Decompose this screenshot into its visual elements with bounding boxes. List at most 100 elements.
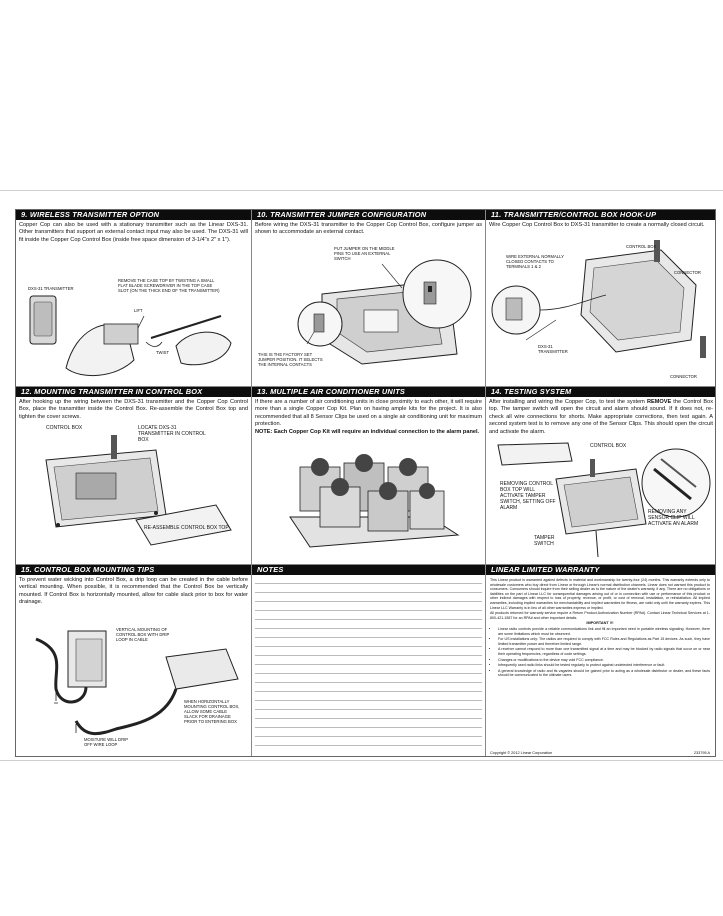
note-line [255, 664, 482, 665]
section-12-body: After hooking up the wiring between the … [19, 399, 248, 420]
dxs-transmitter-label: DXS-31 TRANSMITTER [538, 344, 568, 354]
jumper-figure: PUT JUMPER ON THE MIDDLE PINS TO USE AN … [252, 244, 485, 384]
important-item: A general knowledge of radio and its vag… [498, 669, 710, 678]
note-line [255, 628, 482, 629]
section-9-title: 9. WIRELESS TRANSMITTER OPTION [16, 210, 251, 220]
removing-clip-label: REMOVING ANY SENSOR CLIP WILL ACTIVATE A… [648, 509, 699, 527]
section-15: 15. CONTROL BOX MOUNTING TIPS To prevent… [16, 565, 251, 757]
section-9: 9. WIRELESS TRANSMITTER OPTION Copper Co… [16, 210, 251, 386]
section-14-body: After installing and wiring the Copper C… [486, 397, 716, 436]
important-item: Changes or modifications to the device m… [498, 658, 710, 663]
section-9-body: Copper Cop can also be used with a stati… [19, 222, 248, 243]
grid-divider [16, 564, 716, 565]
control-box-label: CONTROL BOX [46, 425, 83, 431]
notes-lines [252, 575, 485, 755]
control-box-label: CONTROL BOX [626, 244, 657, 249]
instruction-sheet: 9. WIRELESS TRANSMITTER OPTION Copper Co… [0, 190, 723, 761]
important-heading: IMPORTANT !!! [586, 621, 614, 626]
section-10-title: 10. TRANSMITTER JUMPER CONFIGURATION [252, 210, 485, 220]
note-line [255, 637, 482, 638]
section-13-text: If there are a number of air conditionin… [255, 399, 482, 428]
twist-label: TWIST [156, 350, 170, 355]
connector-top-label: CONNECTOR [674, 270, 701, 275]
remove-case-label: REMOVE THE CASE TOP BY TWISTING A SMALL … [118, 278, 220, 293]
warranty-para-2: All products returned for warranty servi… [490, 611, 710, 620]
notes-section: NOTES [252, 565, 485, 757]
moisture-label: MOISTURE WILL DRIP OFF WIRE LOOP [84, 737, 128, 747]
mounting-illustration [45, 435, 232, 546]
transmitter-figure: DXS-31 TRANSMITTER REMOVE THE CASE TOP B… [16, 268, 251, 383]
section-11-title: 11. TRANSMITTER/CONTROL BOX HOOK-UP [486, 210, 716, 220]
section-11: 11. TRANSMITTER/CONTROL BOX HOOK-UP Wire… [486, 210, 716, 386]
note-line [255, 736, 482, 737]
warranty-para-1: This Linear product is warranted against… [490, 578, 710, 610]
wire-external-label: WIRE EXTERNAL NORMALLY CLOSED CONTACTS T… [506, 254, 564, 269]
note-line [255, 727, 482, 728]
tamper-switch-label: TAMPER SWITCH [534, 535, 555, 547]
removing-top-label: REMOVING CONTROL BOX TOP WILL ACTIVATE T… [500, 481, 556, 511]
note-line [255, 583, 482, 584]
note-line [255, 601, 482, 602]
section-13-title: 13. MULTIPLE AIR CONDITIONER UNITS [252, 387, 485, 397]
locate-transmitter-label: LOCATE DXS-31 TRANSMITTER IN CONTROL BOX [138, 425, 206, 443]
sheet-border [15, 209, 716, 757]
drip-loop-illustration [35, 630, 239, 736]
reassemble-label: RE-ASSEMBLE CONTROL BOX TOP [144, 525, 229, 531]
warranty-text: This Linear product is warranted against… [486, 575, 716, 678]
important-item: Linear radio controls provide a reliable… [498, 627, 710, 636]
section-14-text-bold: REMOVE [646, 399, 672, 405]
transmitter-label: DXS-31 TRANSMITTER [28, 286, 74, 291]
warranty-title: LINEAR LIMITED WARRANTY [486, 565, 716, 575]
section-11-body: Wire Copper Cop Control Box to DXS-31 tr… [489, 222, 705, 228]
connector-bottom-label: CONNECTOR [670, 374, 697, 379]
warranty-section: LINEAR LIMITED WARRANTY This Linear prod… [486, 565, 716, 757]
put-jumper-label: PUT JUMPER ON THE MIDDLE PINS TO USE AN … [334, 246, 395, 261]
section-12: 12. MOUNTING TRANSMITTER IN CONTROL BOX … [16, 387, 251, 563]
section-10-body: Before wiring the DXS-31 transmitter to … [255, 222, 482, 236]
note-line [255, 745, 482, 746]
control-box-label: CONTROL BOX [590, 443, 627, 449]
note-line [255, 718, 482, 719]
section-14-text-b: the Control Box top. The tamper switch w… [489, 399, 713, 435]
hookup-figure: CONTROL BOX CONNECTOR WIRE EXTERNAL NORM… [486, 240, 716, 384]
vertical-mounting-label: VERTICAL MOUNTING OF CONTROL BOX WITH DR… [116, 627, 170, 642]
notes-title: NOTES [252, 565, 485, 575]
section-12-title: 12. MOUNTING TRANSMITTER IN CONTROL BOX [16, 387, 251, 397]
note-line [255, 619, 482, 620]
note-line [255, 655, 482, 656]
important-item: For US installations only: The radios ar… [498, 637, 710, 646]
note-line [255, 592, 482, 593]
ac-units-illustration [289, 454, 460, 548]
section-14: 14. TESTING SYSTEM After installing and … [486, 387, 716, 563]
section-14-title: 14. TESTING SYSTEM [486, 387, 716, 397]
jumper-illustration [297, 259, 472, 365]
warranty-footer: Copyright © 2012 Linear Corporation 2337… [490, 751, 710, 755]
grid-divider [251, 210, 252, 757]
note-line [255, 646, 482, 647]
copyright-text: Copyright © 2012 Linear Corporation [490, 751, 553, 755]
testing-figure: CONTROL BOX REMOVING CONTROL BOX TOP WIL… [486, 439, 716, 561]
document-code: 233795 A [693, 751, 710, 755]
note-line [255, 610, 482, 611]
important-list: Linear radio controls provide a reliable… [490, 627, 710, 678]
horizontal-mounting-label: WHEN HORIZONTALLY MOUNTING CONTROL BOX, … [184, 699, 240, 724]
section-13-note: NOTE: Each Copper Cop Kit will require a… [255, 428, 480, 435]
note-line [255, 700, 482, 701]
section-13: 13. MULTIPLE AIR CONDITIONER UNITS If th… [252, 387, 485, 563]
section-10: 10. TRANSMITTER JUMPER CONFIGURATION Bef… [252, 210, 485, 386]
hookup-illustration [491, 240, 706, 358]
section-15-title: 15. CONTROL BOX MOUNTING TIPS [16, 565, 251, 575]
note-line [255, 691, 482, 692]
mounting-figure: CONTROL BOX LOCATE DXS-31 TRANSMITTER IN… [16, 425, 251, 559]
section-14-text-a: After installing and wiring the Copper C… [489, 399, 647, 405]
section-15-body: To prevent water wicking into Control Bo… [19, 577, 248, 606]
important-item: A receiver cannot respond to more than o… [498, 647, 710, 656]
note-line [255, 709, 482, 710]
note-line [255, 673, 482, 674]
grid-divider [485, 210, 486, 757]
section-13-body: If there are a number of air conditionin… [252, 397, 485, 436]
lift-label: LIFT [134, 308, 143, 313]
important-item: Infrequently used radio links should be … [498, 663, 710, 668]
testing-illustration [497, 442, 711, 558]
grid-divider [16, 386, 716, 387]
